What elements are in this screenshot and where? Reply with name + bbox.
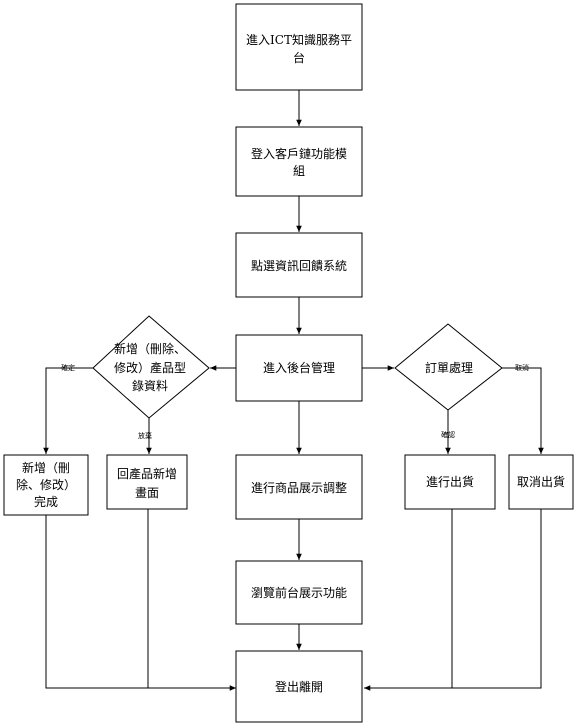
node-login-module: 登入客戶鏈功能模 組 [235,126,363,197]
node-enter-platform: 進入ICT知識服務平 台 [235,3,363,91]
node-add-done-line1: 新增（刪 [22,460,70,475]
node-product-display-line1: 進行商品展示調整 [251,480,347,495]
node-add-done: 新增（刪 除、修改） 完成 [3,454,89,516]
node-cancel-ship: 取消出貨 [508,454,574,510]
decision-product-data-line1: 新增（刪除、 [114,341,186,356]
edge-done-to-logout [45,515,236,691]
node-enter-platform-line2: 台 [293,50,305,65]
connectors [43,90,544,691]
node-add-done-line3: 完成 [34,494,58,509]
edge-decision-to-done [43,367,93,454]
edge-label-accept: 確認 [441,430,455,439]
decision-product-data-line3: 錄資料 [132,378,168,393]
decision-product-data: 新增（刪除、 修改）產品型 錄資料 [92,315,210,419]
node-login-module-line2: 組 [293,164,305,178]
node-enter-backend: 進入後台管理 [235,334,363,402]
node-enter-platform-line1: 進入ICT知識服務平 [246,33,352,47]
node-select-system: 點選資訊回饋系統 [235,232,363,298]
node-ship-line1: 進行出貨 [426,474,474,489]
node-add-done-line2: 除、修改） [16,477,76,492]
node-browse-front: 瀏覽前台展示功能 [235,560,363,625]
node-product-add-screen-line1: 回產品新增 [117,466,177,481]
node-enter-backend-line1: 進入後台管理 [263,360,335,375]
node-product-display: 進行商品展示調整 [235,454,363,520]
node-browse-front-line1: 瀏覽前台展示功能 [251,585,347,600]
edge-order-to-cancel [502,367,544,454]
node-product-add-screen-line2: 畫面 [135,485,159,500]
edge-cancel-to-logout [364,509,542,691]
decision-product-data-line2: 修改）產品型 [114,360,186,375]
node-logout: 登出離開 [235,650,363,723]
edge-label-abandon: 放棄 [138,431,152,440]
node-select-system-line1: 點選資訊回饋系統 [251,258,347,273]
decision-order-processing: 訂單處理 [394,323,503,411]
node-ship: 進行出貨 [404,454,496,510]
node-product-add-screen: 回產品新增 畫面 [106,454,188,510]
node-login-module-line1: 登入客戶鏈功能模 [251,146,347,161]
node-cancel-ship-line1: 取消出貨 [517,474,565,489]
node-logout-line1: 登出離開 [275,679,323,694]
decision-order-processing-line1: 訂單處理 [425,360,473,375]
edge-label-cancel: 取消 [515,363,529,372]
edge-label-confirm: 確定 [61,363,75,372]
